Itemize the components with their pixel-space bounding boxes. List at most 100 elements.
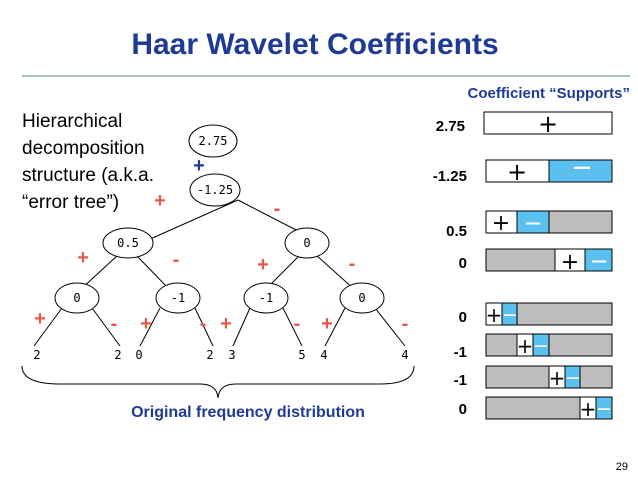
support-plus-icon: + — [580, 397, 597, 421]
tree-node — [102, 227, 154, 259]
edge-sign-minus: - — [349, 253, 356, 275]
coef-label: -1 — [454, 372, 467, 389]
tree-node — [284, 227, 330, 259]
edge-sign-minus: - — [294, 313, 301, 335]
tree-node — [189, 173, 241, 207]
tree-node-root — [188, 124, 238, 158]
tree-edge — [33, 307, 63, 347]
tree-edge — [139, 307, 161, 347]
support-plus-icon: + — [486, 303, 503, 327]
tree-node — [243, 282, 289, 314]
leaf-value: 2 — [114, 348, 121, 362]
coef-label: 0.5 — [446, 223, 467, 240]
support-minus-region — [595, 396, 613, 420]
leaf-value: 0 — [135, 348, 142, 362]
coef-label: -1.25 — [433, 168, 467, 185]
support-minus-icon: — — [567, 371, 580, 386]
support-minus-region — [516, 210, 550, 234]
tree-edges — [33, 199, 406, 347]
edge-sign-plus: + — [220, 313, 232, 335]
tree-description: Hierarchical decomposition structure (a.… — [22, 111, 154, 213]
support-plus-region — [485, 159, 550, 183]
tree-edge — [194, 307, 214, 347]
edge-sign-minus: - — [274, 198, 281, 220]
support-minus-region — [584, 248, 613, 272]
support-minus-region — [564, 365, 581, 389]
leaf-value: 4 — [401, 348, 408, 362]
support-plus-icon: + — [538, 110, 558, 138]
tree-edge — [282, 307, 303, 347]
tree-nodes: 2.75 -1.25 0.5 0 0 -1 -1 0 — [54, 124, 385, 314]
tree-node — [155, 282, 201, 314]
leaf-value: 5 — [298, 348, 305, 362]
tree-node-value: 0 — [73, 291, 80, 305]
leaf-value: 2 — [33, 348, 40, 362]
leaf-value: 2 — [206, 348, 213, 362]
support-minus-region — [532, 333, 550, 357]
edge-sign-minus: - — [402, 313, 409, 335]
tree-edge — [324, 307, 346, 347]
support-minus-icon: — — [504, 308, 517, 323]
coef-label: -1 — [454, 344, 467, 361]
edge-sign-minus: - — [200, 313, 207, 335]
tree-edge — [237, 199, 301, 233]
tree-node-value: 0 — [303, 236, 310, 250]
description-line: decomposition — [22, 138, 145, 159]
support-plus-icon: + — [507, 158, 527, 186]
tree-node-value: -1.25 — [197, 183, 233, 197]
edge-sign-plus: + — [257, 254, 269, 276]
tree-edge — [135, 254, 171, 291]
edge-sign-minus: - — [111, 313, 118, 335]
support-plus-icon: + — [549, 366, 566, 390]
support-plus-icon: + — [517, 334, 534, 358]
support-minus-icon: — — [598, 402, 611, 417]
tree-node-value: -1 — [171, 291, 185, 305]
tree-edge — [91, 307, 121, 347]
edge-sign-plus: + — [77, 247, 89, 269]
edge-sign-minus: - — [173, 249, 180, 271]
coef-label: 2.75 — [436, 118, 465, 135]
tree-node-value: 0.5 — [117, 236, 139, 250]
tree-node — [54, 282, 100, 314]
leaf-values: 2 2 0 2 3 5 4 4 — [33, 348, 408, 362]
support-plus-icon: + — [492, 211, 510, 236]
tree-node-value: 0 — [358, 291, 365, 305]
tree-node — [339, 282, 385, 314]
tree-edge — [232, 307, 251, 347]
tree-node-root-value: 2.75 — [199, 134, 228, 148]
distribution-brace — [21, 365, 415, 399]
root-plus-sign: + — [193, 155, 205, 177]
coef-label: 0 — [459, 309, 467, 326]
support-minus-icon: — — [525, 213, 541, 232]
support-minus-icon: — — [535, 339, 548, 354]
tree-edge — [374, 307, 406, 347]
edge-sign-plus: + — [34, 308, 46, 330]
tree-edge — [315, 254, 356, 291]
coef-label: 0 — [459, 401, 467, 418]
description-line: structure (a.k.a. — [22, 165, 154, 186]
support-symbols: + + — + — + — + — + — + — + — — [486, 110, 611, 421]
support-minus-icon: — — [591, 251, 607, 270]
page-number: 29 — [616, 461, 628, 473]
tree-node-value: -1 — [259, 291, 273, 305]
edge-sign-plus: + — [140, 313, 152, 335]
leaf-value: 3 — [228, 348, 235, 362]
supports-heading: Coefficient “Supports” — [467, 85, 630, 102]
edge-sign-plus: + — [154, 190, 166, 212]
tree-edge — [147, 199, 239, 241]
support-plus-icon: + — [561, 250, 579, 275]
support-bar — [483, 111, 613, 135]
coef-label: 0 — [459, 255, 467, 272]
description-line: “error tree”) — [22, 192, 119, 213]
description-line: Hierarchical — [22, 111, 122, 132]
support-minus-icon: — — [573, 157, 591, 178]
support-minus-region — [501, 302, 518, 326]
leaf-value: 4 — [320, 348, 327, 362]
edge-signs: + - + - + - + - + - + - + - — [34, 190, 408, 335]
slide-title: Haar Wavelet Coefficients — [131, 28, 498, 61]
edge-sign-plus: + — [321, 313, 333, 335]
brace-caption: Original frequency distribution — [131, 404, 365, 421]
coef-labels: 2.75 -1.25 0.5 0 0 -1 -1 0 — [433, 118, 467, 418]
support-bars — [483, 111, 613, 420]
